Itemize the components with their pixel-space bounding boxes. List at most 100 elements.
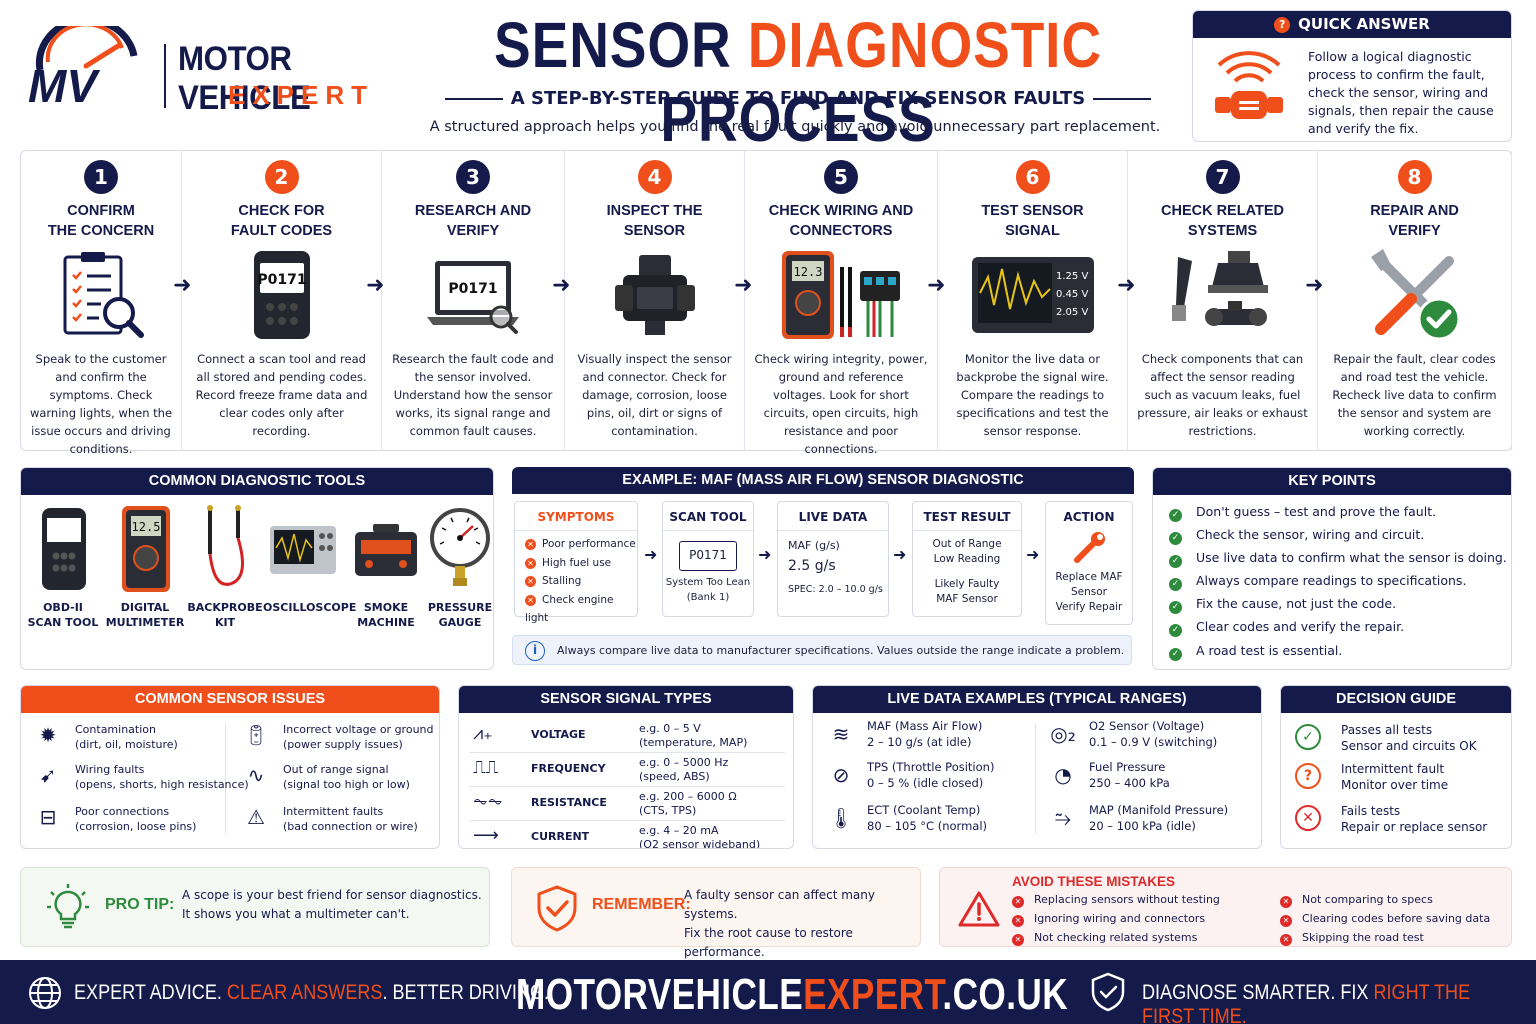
remember-box: REMEMBER: A faulty sensor can affect man… bbox=[511, 867, 921, 959]
mistakes-box: AVOID THESE MISTAKES ✕Replacing sensors … bbox=[939, 867, 1512, 947]
brand-logo: MV MOTOR VEHICLE EXPERT bbox=[18, 18, 398, 117]
scan-tool-icon bbox=[42, 508, 86, 590]
wrench-icon bbox=[1074, 532, 1105, 563]
mistake-item: ✕Not checking related systems bbox=[1012, 931, 1197, 946]
check-icon: ✓ bbox=[1169, 509, 1182, 522]
laptop-icon: P0171 bbox=[427, 261, 519, 334]
warning-icon: ⚠ bbox=[247, 805, 265, 829]
x-circle-icon: ✕ bbox=[1295, 805, 1321, 831]
clipboard-magnifier-icon bbox=[63, 252, 144, 338]
footer-website-link[interactable]: MOTORVEHICLEEXPERT.CO.UK bbox=[516, 970, 1069, 1019]
key-point: ✓Always compare readings to specificatio… bbox=[1169, 573, 1466, 591]
x-icon: ✕ bbox=[1012, 915, 1024, 927]
question-icon: ? bbox=[1274, 17, 1291, 33]
multimeter-icon: 12.3 bbox=[782, 251, 900, 339]
sensor-connector-icon bbox=[614, 255, 695, 335]
svg-text:1.25 V: 1.25 V bbox=[1056, 271, 1088, 282]
live-data-panel: LIVE DATA EXAMPLES (TYPICAL RANGES) ≋MAF… bbox=[812, 685, 1262, 849]
mistake-item: ✕Skipping the road test bbox=[1280, 931, 1424, 946]
voltage-icon: ⩘₊ bbox=[473, 723, 493, 744]
arrow-icon: ➜ bbox=[1117, 273, 1136, 298]
x-icon: ✕ bbox=[1280, 896, 1292, 908]
svg-text:MV: MV bbox=[28, 60, 100, 106]
oscilloscope-icon bbox=[270, 526, 336, 574]
action-box: ACTION Replace MAF Sensor Verify Repair bbox=[1045, 501, 1133, 625]
globe-icon bbox=[29, 977, 61, 1009]
arrow-icon: ➜ bbox=[644, 545, 658, 564]
arrow-icon: ➜ bbox=[1305, 273, 1324, 298]
pro-tip-box: PRO TIP: A scope is your best friend for… bbox=[20, 867, 490, 947]
resistor-icon: ⏦⏦ bbox=[473, 791, 503, 812]
live-data-box: LIVE DATA MAF (g/s) 2.5 g/s SPEC: 2.0 – … bbox=[777, 501, 889, 617]
pressure-icon: ⥲ bbox=[1055, 806, 1071, 830]
key-points-panel: KEY POINTS ✓Don't guess – test and prove… bbox=[1152, 467, 1512, 670]
check-icon: ✓ bbox=[1169, 555, 1182, 568]
connector-icon: ⊟ bbox=[39, 805, 57, 829]
quick-answer-panel: ?QUICK ANSWER Follow a logical diagnosti… bbox=[1192, 10, 1512, 142]
key-point: ✓Clear codes and verify the repair. bbox=[1169, 619, 1404, 637]
arrow-icon: ➜ bbox=[173, 273, 192, 298]
key-point: ✓Use live data to confirm what the senso… bbox=[1169, 550, 1507, 568]
components-icon bbox=[1171, 251, 1268, 326]
x-icon: ✕ bbox=[1012, 934, 1024, 946]
sensor-signal-icon bbox=[1215, 51, 1283, 119]
thermometer-icon: 🌡︎ bbox=[828, 806, 854, 830]
quick-answer-text: Follow a logical diagnostic process to c… bbox=[1308, 49, 1494, 136]
x-icon: ✕ bbox=[1012, 896, 1024, 908]
page-subtitle: A STEP-BY-STEP GUIDE TO FIND AND FIX SEN… bbox=[418, 88, 1178, 109]
check-icon: ✓ bbox=[1169, 532, 1182, 545]
page-tagline: A structured approach helps you find the… bbox=[429, 119, 1161, 135]
multimeter-icon: 12.5 bbox=[122, 506, 170, 592]
check-circle-icon: ✓ bbox=[1295, 724, 1321, 750]
arrow-icon: ➜ bbox=[927, 273, 946, 298]
svg-text:P0171: P0171 bbox=[448, 281, 497, 297]
gauge-icon: ◔ bbox=[1054, 763, 1072, 787]
check-icon: ✓ bbox=[1169, 648, 1182, 661]
tool-oscilloscope: OSCILLOSCOPE bbox=[263, 504, 356, 615]
footer-slogan-left: EXPERT ADVICE. CLEAR ANSWERS. BETTER DRI… bbox=[74, 981, 550, 1004]
brand-name-line2: EXPERT bbox=[228, 80, 375, 110]
backprobe-kit-icon bbox=[207, 505, 244, 586]
shield-check-icon bbox=[1091, 972, 1125, 1012]
airflow-icon: ≋ bbox=[832, 722, 850, 746]
arrow-icon: ➜ bbox=[893, 545, 907, 564]
page-title: SENSOR DIAGNOSTIC PROCESS bbox=[494, 9, 1102, 155]
mistake-item: ✕Replacing sensors without testing bbox=[1012, 893, 1220, 908]
arrow-icon: ➜ bbox=[552, 273, 571, 298]
x-icon: ✕ bbox=[1280, 934, 1292, 946]
pressure-gauge-icon bbox=[430, 508, 490, 586]
smoke-machine-icon bbox=[355, 524, 417, 576]
info-note: i Always compare live data to manufactur… bbox=[512, 635, 1132, 665]
arrow-right-icon: ⟶ bbox=[473, 825, 499, 846]
svg-text:0.45 V: 0.45 V bbox=[1056, 289, 1088, 300]
warning-icon bbox=[958, 891, 1000, 927]
svg-text:12.3: 12.3 bbox=[794, 265, 823, 279]
key-point: ✓Don't guess – test and prove the fault. bbox=[1169, 504, 1436, 522]
shield-check-icon bbox=[537, 885, 577, 932]
x-icon: ✕ bbox=[1280, 915, 1292, 927]
svg-text:2.05 V: 2.05 V bbox=[1056, 307, 1088, 318]
oscilloscope-icon: 1.25 V 0.45 V 2.05 V bbox=[971, 257, 1094, 333]
info-icon: i bbox=[525, 641, 545, 661]
mistake-item: ✕Ignoring wiring and connectors bbox=[1012, 912, 1205, 927]
scan-tool-box: SCAN TOOL P0171 System Too Lean (Bank 1) bbox=[662, 501, 754, 617]
test-result-box: TEST RESULT Out of Range Low Reading Lik… bbox=[912, 501, 1022, 617]
key-point: ✓Fix the cause, not just the code. bbox=[1169, 596, 1396, 614]
